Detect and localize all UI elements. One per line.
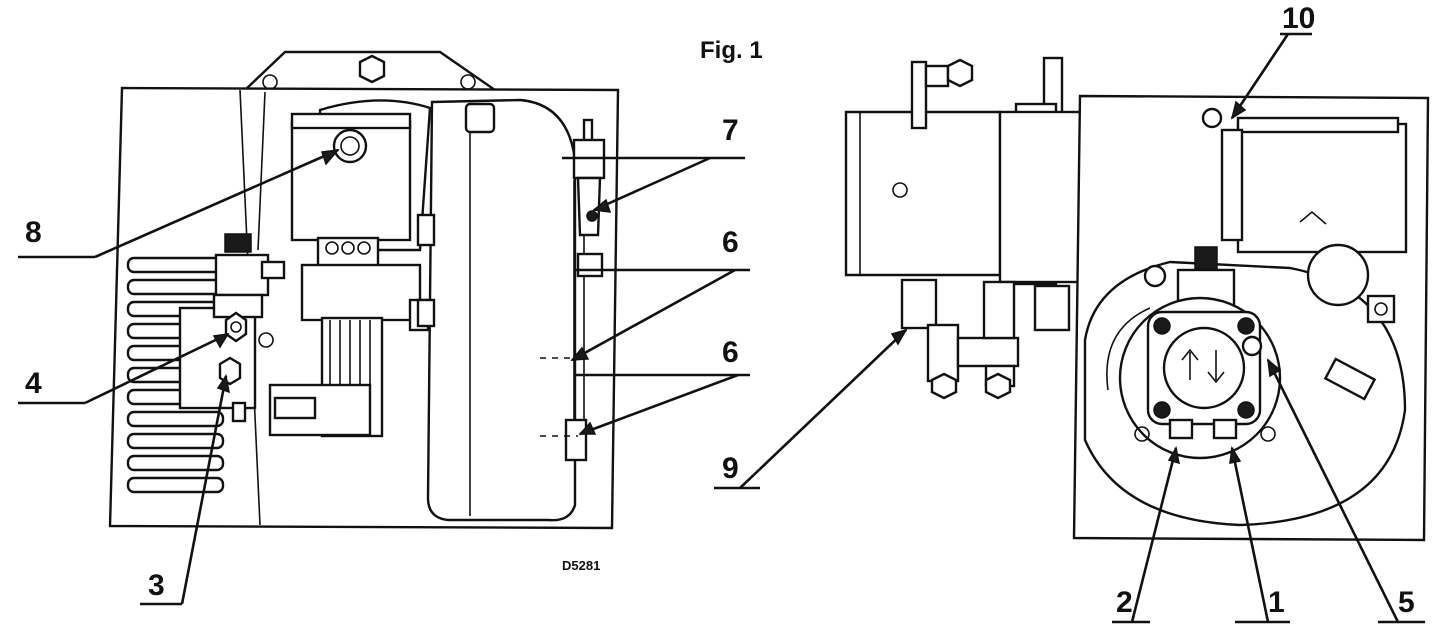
flange-left	[910, 60, 928, 130]
arrow-up-icon	[1181, 348, 1199, 380]
callout-5: 5	[1398, 586, 1415, 619]
adjusting-screw	[224, 233, 252, 253]
sight-glass	[1306, 243, 1370, 307]
callout-8: 8	[25, 216, 42, 249]
reset-button	[332, 128, 368, 164]
flame-sensor	[576, 176, 602, 237]
callout-3: 3	[148, 569, 165, 602]
right-burner-view: 10 9 2 1 5	[714, 2, 1430, 624]
air-damper-screw	[1201, 107, 1223, 129]
callout-6a: 6	[722, 226, 739, 259]
blast-tube	[844, 110, 1002, 277]
drawing-code: D5281	[562, 558, 600, 573]
left-burner-view: 8 4 3 7 6 6 D5281	[18, 50, 750, 606]
callout-7: 7	[722, 114, 739, 147]
callout-9: 9	[722, 452, 739, 485]
control-unit	[1236, 122, 1408, 254]
arrow-down-icon	[1207, 350, 1225, 384]
callout-4: 4	[25, 367, 42, 400]
pressure-gauge-port	[224, 311, 248, 343]
callout-2: 2	[1116, 586, 1133, 619]
bracket-nut	[358, 54, 386, 84]
callout-1: 1	[1268, 586, 1285, 619]
figure-title: Fig. 1	[700, 37, 763, 64]
pump-body	[214, 253, 270, 297]
callout-10: 10	[1282, 2, 1315, 35]
burner-cover	[426, 98, 577, 522]
callout-6b: 6	[722, 336, 739, 369]
nozzle-holder	[900, 278, 938, 330]
